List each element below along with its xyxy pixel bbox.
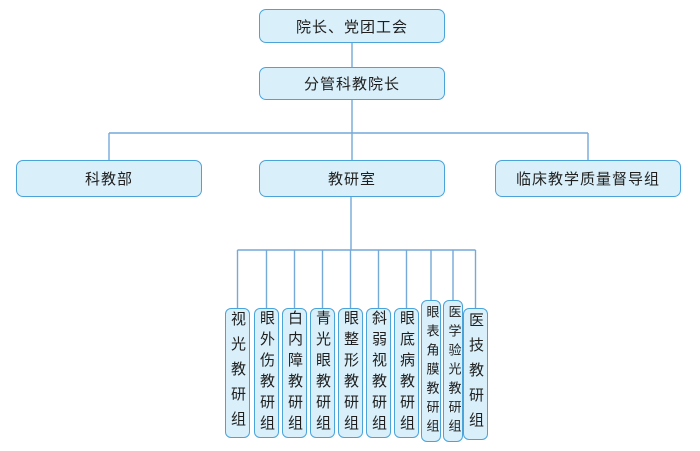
node-medical-optometry-group: 医学验光教研组 [443,300,463,442]
node-teaching-research-office: 教研室 [259,160,445,197]
node-cataract-group: 白内障教研组 [282,308,307,438]
node-medical-technology-group: 医技教研组 [463,308,488,440]
node-glaucoma-group: 青光眼教研组 [310,308,335,438]
node-ocular-surface-cornea-group: 眼表角膜教研组 [421,300,441,442]
node-eye-trauma-group: 眼外伤教研组 [254,308,279,438]
node-clinical-quality-supervision-group: 临床教学质量督导组 [495,160,681,197]
node-optometry-group: 视光教研组 [225,308,250,438]
node-science-education-dept: 科教部 [16,160,202,197]
node-oculoplastics-group: 眼整形教研组 [338,308,363,438]
node-strabismus-amblyopia-group: 斜弱视教研组 [366,308,391,438]
node-dean-party-union: 院长、党团工会 [259,9,445,43]
node-vice-dean-science-education: 分管科教院长 [259,67,445,100]
node-fundus-disease-group: 眼底病教研组 [394,308,419,438]
